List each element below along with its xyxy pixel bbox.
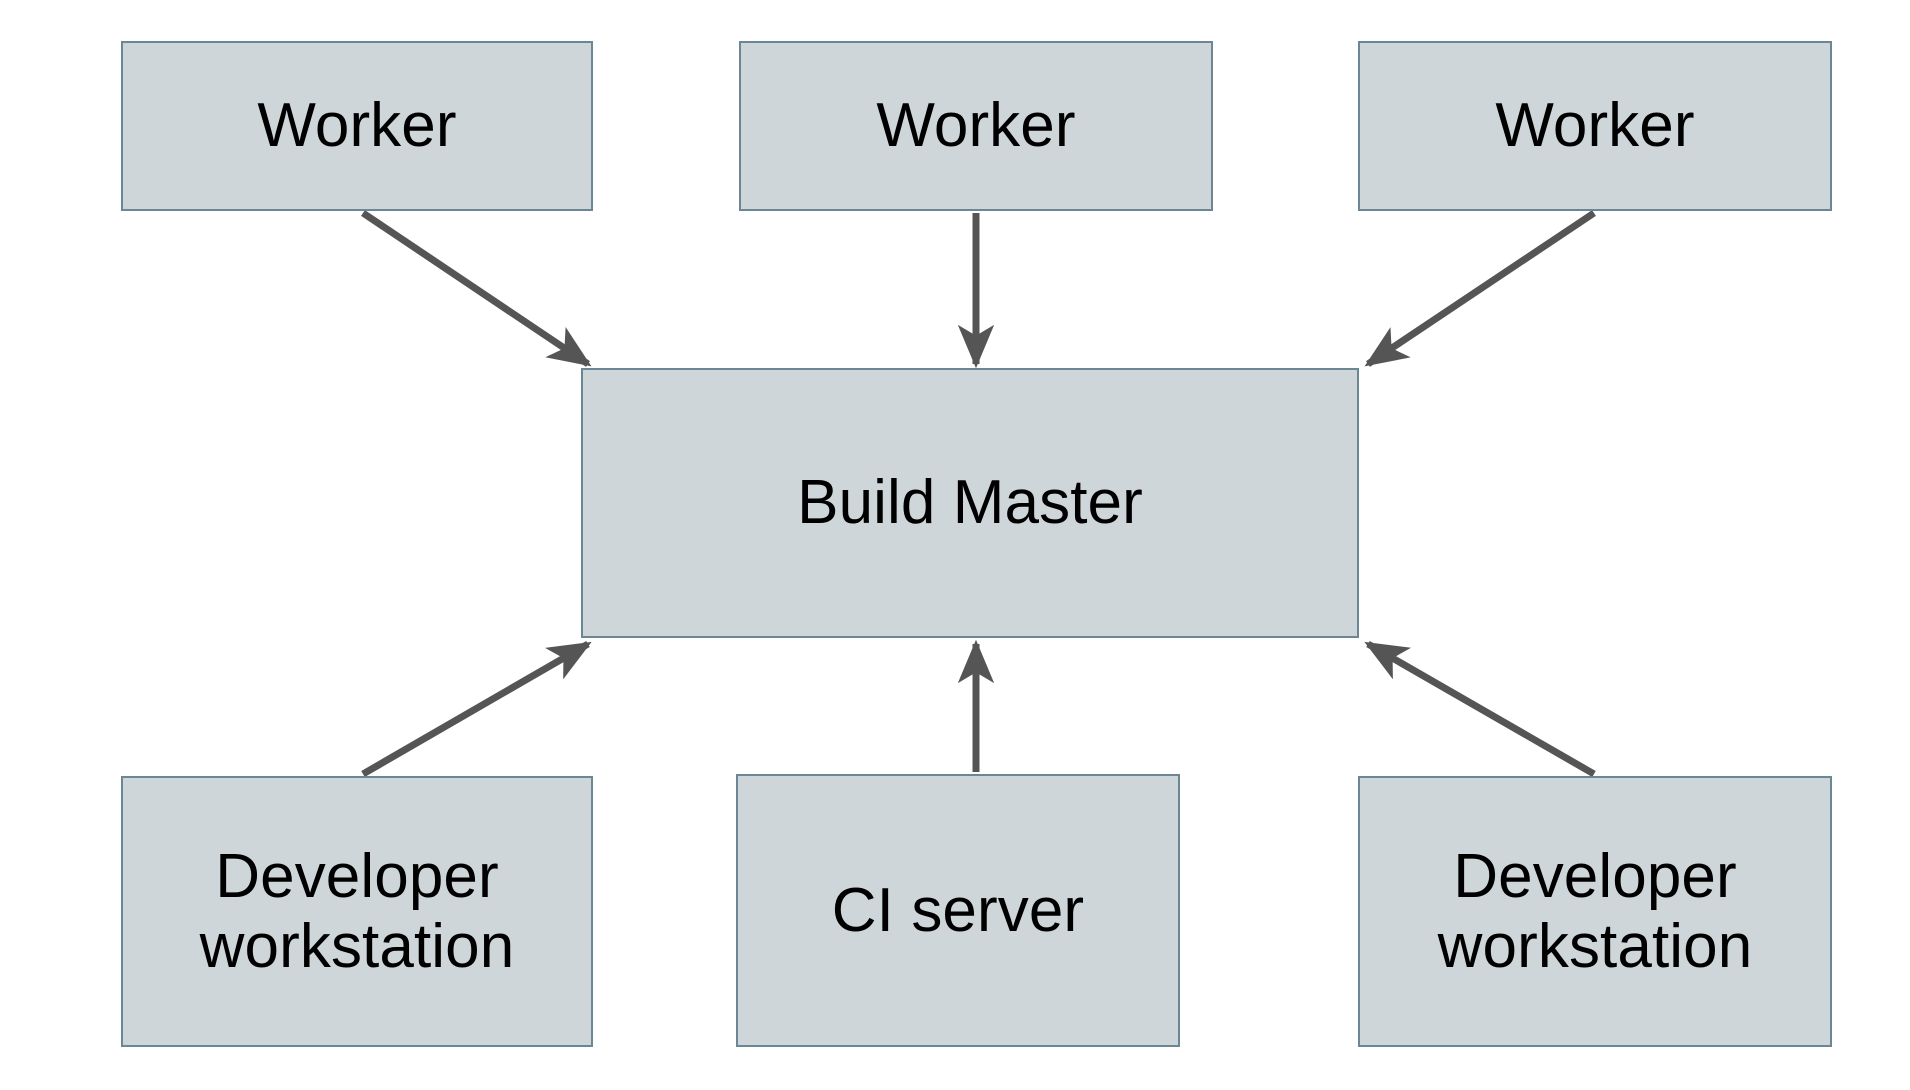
node-worker-3-label: Worker (1495, 91, 1695, 161)
edge-worker-1-to-build-master (361, 210, 592, 367)
node-developer-workstation-right-label: Developer workstation (1437, 842, 1753, 981)
node-build-master-label: Build Master (797, 468, 1143, 538)
node-developer-workstation-left[interactable]: Developer workstation (121, 776, 593, 1047)
edge-dev-ws-left-to-build-master (361, 640, 592, 778)
node-ci-server[interactable]: CI server (736, 774, 1180, 1047)
node-worker-1[interactable]: Worker (121, 41, 593, 211)
node-developer-workstation-right[interactable]: Developer workstation (1358, 776, 1832, 1047)
edge-worker-3-to-build-master (1364, 210, 1596, 367)
node-worker-1-label: Worker (257, 91, 457, 161)
node-worker-2-label: Worker (876, 91, 1076, 161)
node-ci-server-label: CI server (831, 875, 1085, 945)
node-build-master[interactable]: Build Master (581, 368, 1359, 638)
node-worker-3[interactable]: Worker (1358, 41, 1832, 211)
edge-dev-ws-right-to-build-master (1364, 640, 1596, 778)
node-worker-2[interactable]: Worker (739, 41, 1213, 211)
node-developer-workstation-left-label: Developer workstation (199, 842, 515, 981)
